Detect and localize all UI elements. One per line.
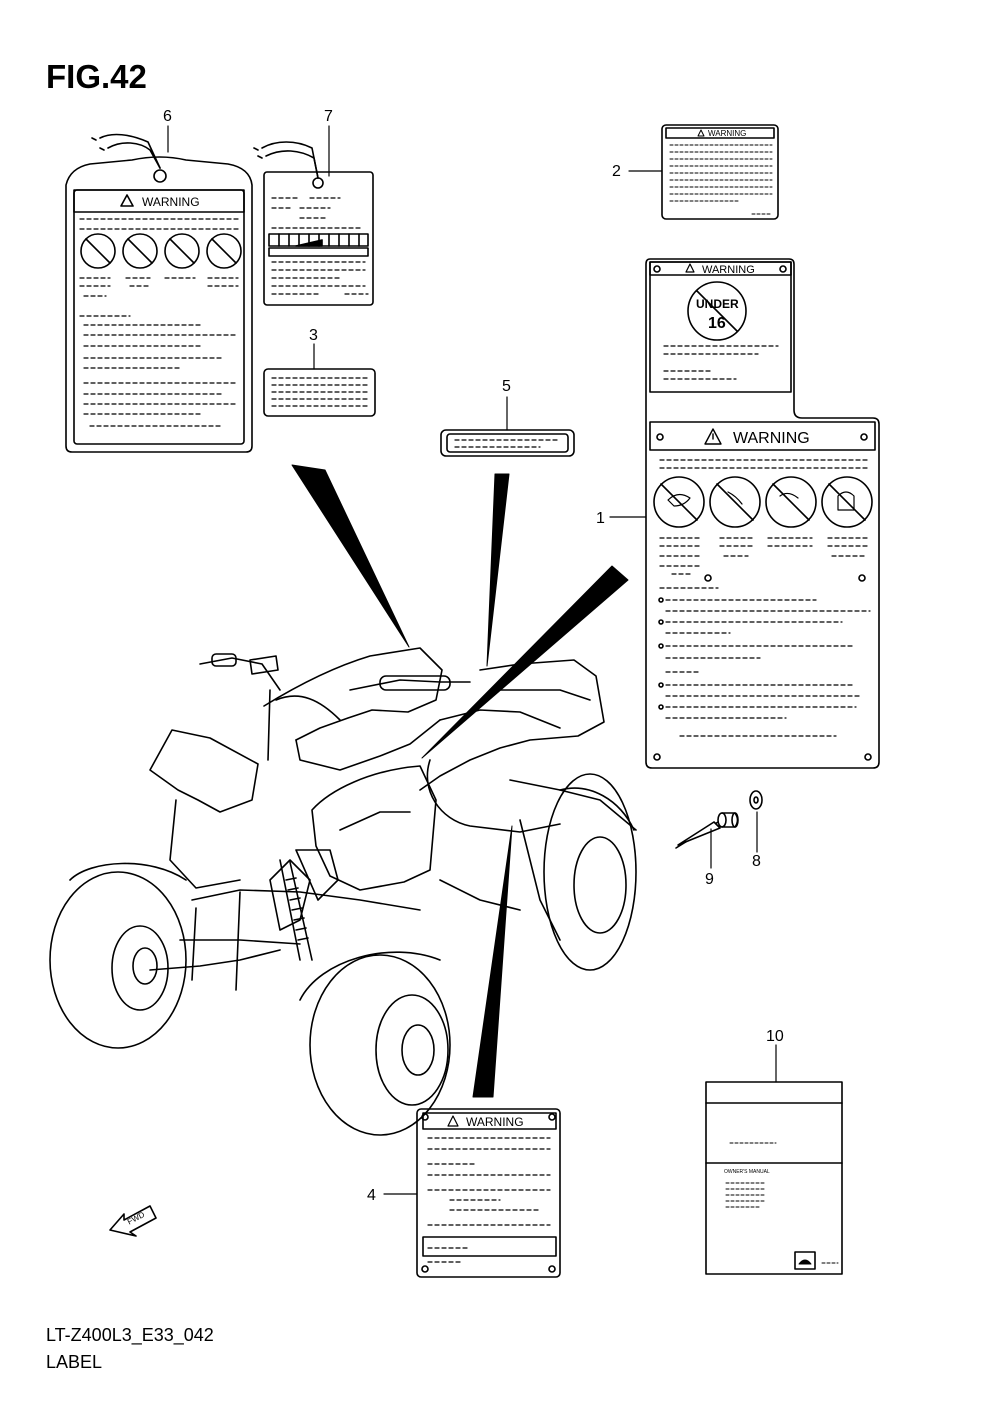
atv-drawing: [49, 647, 637, 1136]
callout-8: 8: [752, 853, 761, 870]
warning-label-small: WARNING: [661, 124, 779, 220]
model-code: LT-Z400L3_E33_042: [46, 1325, 214, 1345]
info-label: [263, 368, 376, 417]
hang-tag-warning-text: WARNING: [142, 195, 200, 209]
label-1-warning-text: WARNING: [733, 430, 810, 447]
callout-3: 3: [309, 327, 318, 344]
label-2-warning-text: WARNING: [708, 129, 746, 138]
warning-label-large: WARNING UNDER 16 WARNING: [645, 258, 880, 769]
label-4-warning-text: WARNING: [466, 1115, 524, 1129]
callout-4: 4: [367, 1187, 376, 1204]
callout-9: 9: [705, 871, 714, 888]
warning-label-rear: WARNING: [416, 1108, 561, 1278]
age-number: 16: [708, 315, 726, 332]
fwd-arrow-icon: FWD: [109, 1205, 157, 1237]
owners-manual: OWNER'S MANUAL: [705, 1081, 843, 1275]
rivet: [675, 812, 739, 849]
figure-title: FIG.42: [46, 58, 147, 95]
callout-2: 2: [612, 163, 621, 180]
callout-5: 5: [502, 378, 511, 395]
strip-label: [440, 429, 575, 457]
callout-6: 6: [163, 108, 172, 125]
callout-7: 7: [324, 108, 333, 125]
washer: [749, 790, 763, 810]
under-text: UNDER: [696, 297, 739, 311]
label-1-upper-warning-text: WARNING: [702, 264, 755, 276]
hang-tag-warning: WARNING: [65, 133, 253, 453]
manual-title: OWNER'S MANUAL: [724, 1169, 770, 1175]
hang-tag-info: [253, 141, 374, 306]
callout-1: 1: [596, 510, 605, 527]
section-name: LABEL: [46, 1352, 103, 1372]
callout-10: 10: [766, 1028, 784, 1045]
